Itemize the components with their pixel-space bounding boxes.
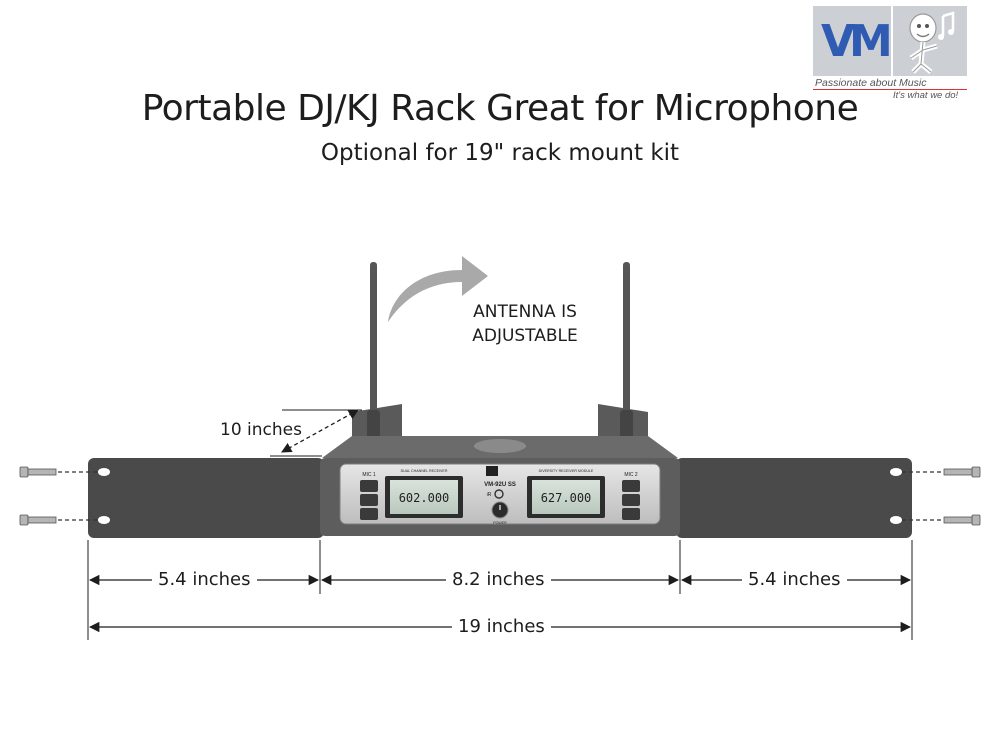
power-label: POWER <box>493 521 507 525</box>
right-control-buttons <box>622 480 640 520</box>
ear-mount-hole <box>98 516 110 524</box>
right-antenna <box>620 262 633 444</box>
receiver-width-dimension-label: 8.2 inches <box>446 569 551 590</box>
logo-subtagline: It's what we do! <box>893 90 959 101</box>
ir-label: iR <box>487 492 492 498</box>
right-rack-ear <box>676 458 912 538</box>
music-mascot-icon <box>893 6 967 76</box>
dimension-extension-lines <box>87 540 913 640</box>
right-ear-dimension-label: 5.4 inches <box>742 569 847 590</box>
rack-screws <box>19 466 981 526</box>
page-subtitle: Optional for 19" rack mount kit <box>320 140 680 166</box>
receiver-model-label: VM-92U SS <box>484 482 516 488</box>
antenna-annotation-line2: ADJUSTABLE <box>472 326 578 346</box>
left-ear-dimension-label: 5.4 inches <box>152 569 257 590</box>
ear-mount-hole <box>890 468 902 476</box>
depth-label: 10 inches <box>220 420 302 440</box>
logo-divider <box>813 89 967 90</box>
left-channel-label: MIC 1 <box>362 472 376 478</box>
left-control-buttons <box>360 480 378 520</box>
ear-mount-hole <box>890 516 902 524</box>
brand-logo: VM Passionate about Music It's what we d… <box>813 6 967 101</box>
right-channel-label: MIC 2 <box>624 472 638 478</box>
antenna-annotation: ANTENNA IS ADJUSTABLE <box>455 300 595 348</box>
receiver-top-emblem <box>474 439 526 453</box>
logo-mark-text: VM <box>821 16 893 67</box>
antenna-rotation-arrow <box>388 256 488 322</box>
total-width-dimension-label: 19 inches <box>452 616 551 637</box>
ir-sensor-icon <box>494 489 504 499</box>
logo-tagline: Passionate about Music <box>815 77 927 89</box>
antenna-annotation-line1: ANTENNA IS <box>473 302 577 322</box>
vm-logo-mark: VM <box>813 6 893 76</box>
depth-dashed-arrow <box>281 409 359 453</box>
ear-mount-hole <box>98 468 110 476</box>
right-module-label: DIVERSITY RECEIVER MODULE <box>539 469 594 473</box>
left-frequency-readout: 602.000 <box>399 491 450 505</box>
page-title: Portable DJ/KJ Rack Great for Microphone <box>141 88 859 129</box>
left-antenna <box>367 262 380 444</box>
left-rack-ear <box>88 458 324 538</box>
receiver-brand-badge <box>486 466 498 476</box>
right-frequency-readout: 627.000 <box>541 491 592 505</box>
left-module-label: DUAL CHANNEL RECEIVER <box>401 469 448 473</box>
